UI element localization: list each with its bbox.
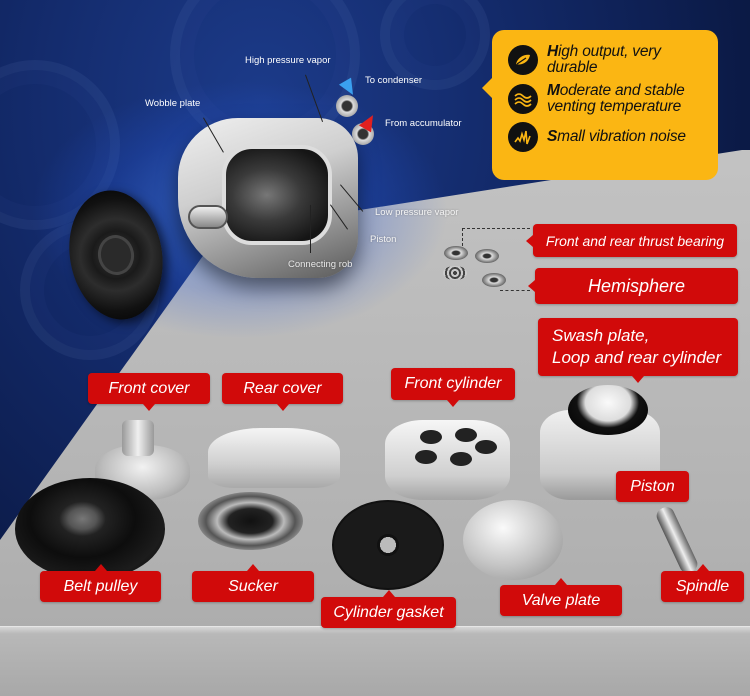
label-connecting-rod: Connecting rob xyxy=(288,259,353,270)
feature-item: High output, very durable xyxy=(508,44,706,76)
front-cylinder-image xyxy=(385,420,510,500)
front-cylinder-bore xyxy=(420,430,442,444)
valve-plate-image xyxy=(463,500,563,580)
label-piston: Piston xyxy=(616,471,689,502)
feature-text: Moderate and stable venting temperature xyxy=(547,82,685,115)
accumulator-port xyxy=(352,123,374,145)
label-piston-diagram: Piston xyxy=(370,234,397,245)
background-gear-decoration xyxy=(380,0,490,90)
dashed-leader xyxy=(500,290,530,291)
compressor-cutaway-image xyxy=(222,145,332,245)
rear-cover-image xyxy=(208,428,340,488)
front-cover-hub-image xyxy=(122,420,154,456)
compressor-shaft-image xyxy=(188,205,228,229)
heat-waves-icon xyxy=(508,84,538,114)
thrust-bearing-image xyxy=(443,266,467,280)
dashed-leader xyxy=(462,228,530,229)
label-swash-plate: Swash plate, Loop and rear cylinder xyxy=(538,318,738,383)
belt-pulley-image xyxy=(15,478,165,580)
label-front-cylinder: Front cylinder xyxy=(391,368,515,407)
front-cylinder-bore xyxy=(475,440,497,454)
front-cylinder-bore xyxy=(415,450,437,464)
label-high-pressure-vapor: High pressure vapor xyxy=(245,55,331,66)
swash-plate-line-2: Loop and rear cylinder xyxy=(552,348,722,367)
thrust-washer-image xyxy=(475,249,499,263)
label-belt-pulley: Belt pulley xyxy=(40,564,161,602)
table-front-edge xyxy=(0,626,750,696)
front-cylinder-bore xyxy=(455,428,477,442)
swash-plate-image xyxy=(568,385,648,435)
label-hemisphere: Hemisphere xyxy=(528,268,738,304)
vibration-icon xyxy=(508,122,538,152)
features-panel: High output, very durable Moderate and s… xyxy=(482,30,718,180)
feature-item: Small vibration noise xyxy=(508,122,706,152)
label-cylinder-gasket: Cylinder gasket xyxy=(321,590,456,628)
feature-item: Moderate and stable venting temperature xyxy=(508,83,706,115)
label-low-pressure-vapor: Low pressure vapor xyxy=(375,207,459,218)
leaf-icon xyxy=(508,45,538,75)
label-front-cover: Front cover xyxy=(88,373,210,411)
swash-plate-line-1: Swash plate, xyxy=(552,326,650,345)
hemisphere-washer-image xyxy=(482,273,506,287)
label-from-accumulator: From accumulator xyxy=(385,118,462,129)
dashed-leader xyxy=(462,228,463,246)
thrust-washer-image xyxy=(444,246,468,260)
label-sucker: Sucker xyxy=(192,564,314,602)
feature-text: Small vibration noise xyxy=(547,128,686,145)
front-cylinder-bore xyxy=(450,452,472,466)
label-to-condenser: To condenser xyxy=(365,75,423,86)
label-thrust-bearing: Front and rear thrust bearing xyxy=(526,224,737,257)
label-valve-plate: Valve plate xyxy=(500,578,622,616)
label-wobble-plate: Wobble plate xyxy=(145,98,201,109)
sucker-image xyxy=(198,492,303,550)
label-spindle: Spindle xyxy=(661,564,744,602)
feature-text: High output, very durable xyxy=(547,43,661,76)
label-rear-cover: Rear cover xyxy=(222,373,343,411)
leader-line xyxy=(310,205,311,253)
condenser-port xyxy=(336,95,358,117)
cylinder-gasket-image xyxy=(332,500,444,590)
